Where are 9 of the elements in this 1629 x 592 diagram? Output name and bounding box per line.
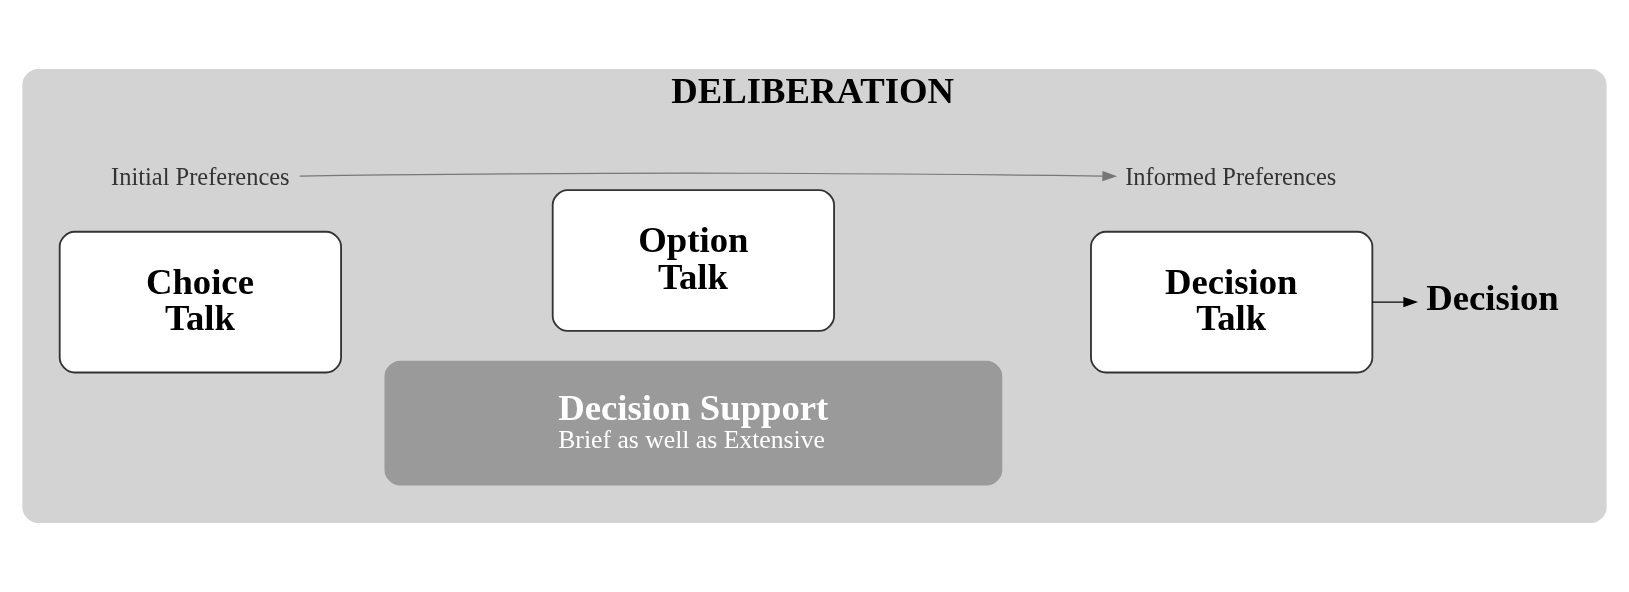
node-box: Decision Support Brief as well as Extensive (384, 360, 1003, 486)
arrow (299, 171, 1118, 182)
node-text: Informed Preferences (1125, 162, 1337, 190)
node-text: Decision (1426, 277, 1559, 319)
node-box: Choice Talk (58, 230, 342, 374)
arrow (1371, 297, 1419, 308)
node-box: Decision Talk (1090, 230, 1374, 374)
node-text: Initial Preferences (111, 162, 290, 190)
node-box: Option Talk (551, 189, 835, 332)
